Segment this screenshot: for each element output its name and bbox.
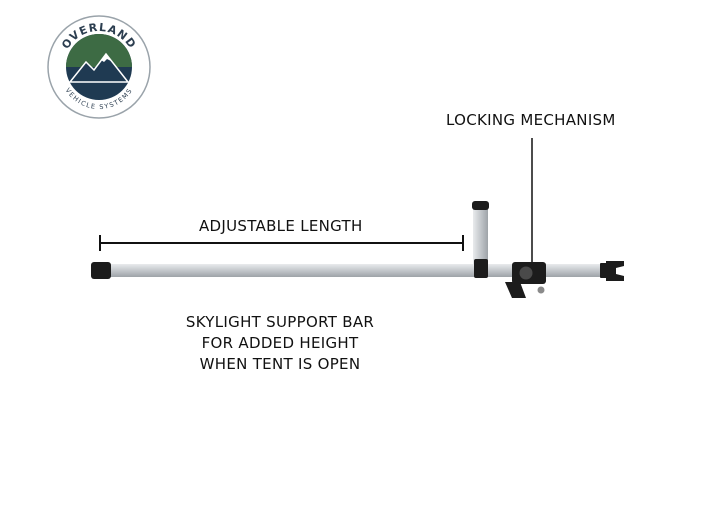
logo-green-sky bbox=[66, 34, 132, 67]
right-fork-end bbox=[600, 261, 624, 281]
tee-joint bbox=[474, 259, 488, 278]
description-line-3: WHEN TENT IS OPEN bbox=[199, 355, 361, 373]
mountain-icon bbox=[68, 52, 130, 83]
locking-mechanism bbox=[505, 262, 546, 298]
vertical-post-cap bbox=[472, 201, 489, 210]
left-end-cap bbox=[91, 262, 111, 279]
snowcap-icon bbox=[101, 54, 111, 62]
product-description: SKYLIGHT SUPPORT BAR FOR ADDED HEIGHT WH… bbox=[150, 312, 410, 375]
adjustable-length-bracket bbox=[99, 235, 464, 251]
adjustable-length-label: ADJUSTABLE LENGTH bbox=[199, 217, 363, 235]
description-line-1: SKYLIGHT SUPPORT BAR bbox=[185, 313, 375, 331]
overland-logo: OVERLAND VEHICLE SYSTEMS bbox=[47, 15, 151, 119]
description-line-2: FOR ADDED HEIGHT bbox=[201, 334, 359, 352]
locking-mechanism-label: LOCKING MECHANISM bbox=[446, 111, 616, 129]
vertical-post bbox=[473, 205, 488, 267]
